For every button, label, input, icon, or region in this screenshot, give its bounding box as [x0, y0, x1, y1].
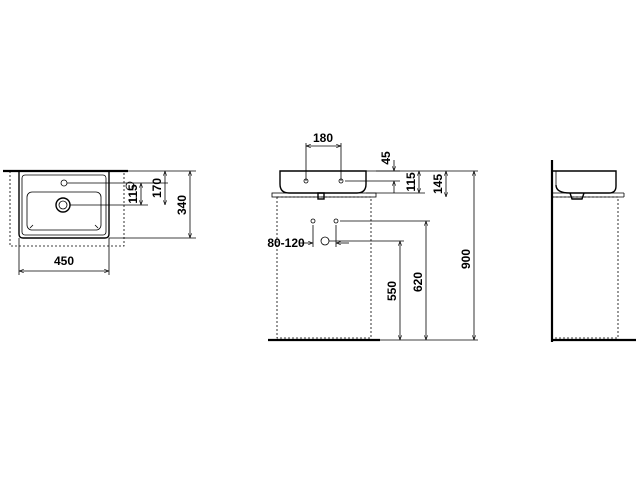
drain-outer-icon [55, 197, 71, 213]
waste-outlet-icon [320, 236, 330, 246]
drain-side [569, 192, 585, 200]
cabinet-outline-top [9, 170, 125, 247]
top-view: 450 115 170 340 [3, 169, 196, 275]
dim-label-340: 340 [175, 195, 189, 215]
cabinet-front [276, 196, 372, 339]
tap-hole-icon [60, 179, 68, 187]
basin-outer-top [18, 171, 110, 239]
dim-label-145: 145 [431, 174, 445, 194]
dim-label-80-120: 80-120 [267, 236, 305, 250]
basin-side [552, 170, 617, 194]
drain-inner-icon [58, 200, 68, 210]
drain-stub [317, 192, 325, 200]
fixing-mark-left [29, 224, 34, 229]
side-elevation [550, 160, 636, 342]
supply-right-icon [333, 218, 339, 224]
fixing-mark-right [94, 224, 99, 229]
dim-label-170: 170 [150, 178, 164, 198]
countertop-front [271, 192, 377, 198]
dim-label-450: 450 [54, 254, 74, 268]
front-elevation: 180 45 115 145 80-120 550 620 900 [267, 131, 478, 342]
basin-bowl-top [26, 191, 102, 231]
dim-label-620: 620 [411, 272, 425, 292]
dim-label-180: 180 [313, 131, 333, 145]
dim-label-900: 900 [459, 249, 473, 269]
dim-label-45: 45 [379, 151, 393, 165]
supply-left-icon [310, 218, 316, 224]
dim-label-115-side: 115 [404, 172, 418, 192]
dim-label-550: 550 [385, 281, 399, 301]
dim-label-115: 115 [126, 184, 140, 204]
cabinet-side [551, 196, 619, 339]
basin-front [279, 170, 367, 194]
overflow-hole-icon [125, 181, 135, 191]
